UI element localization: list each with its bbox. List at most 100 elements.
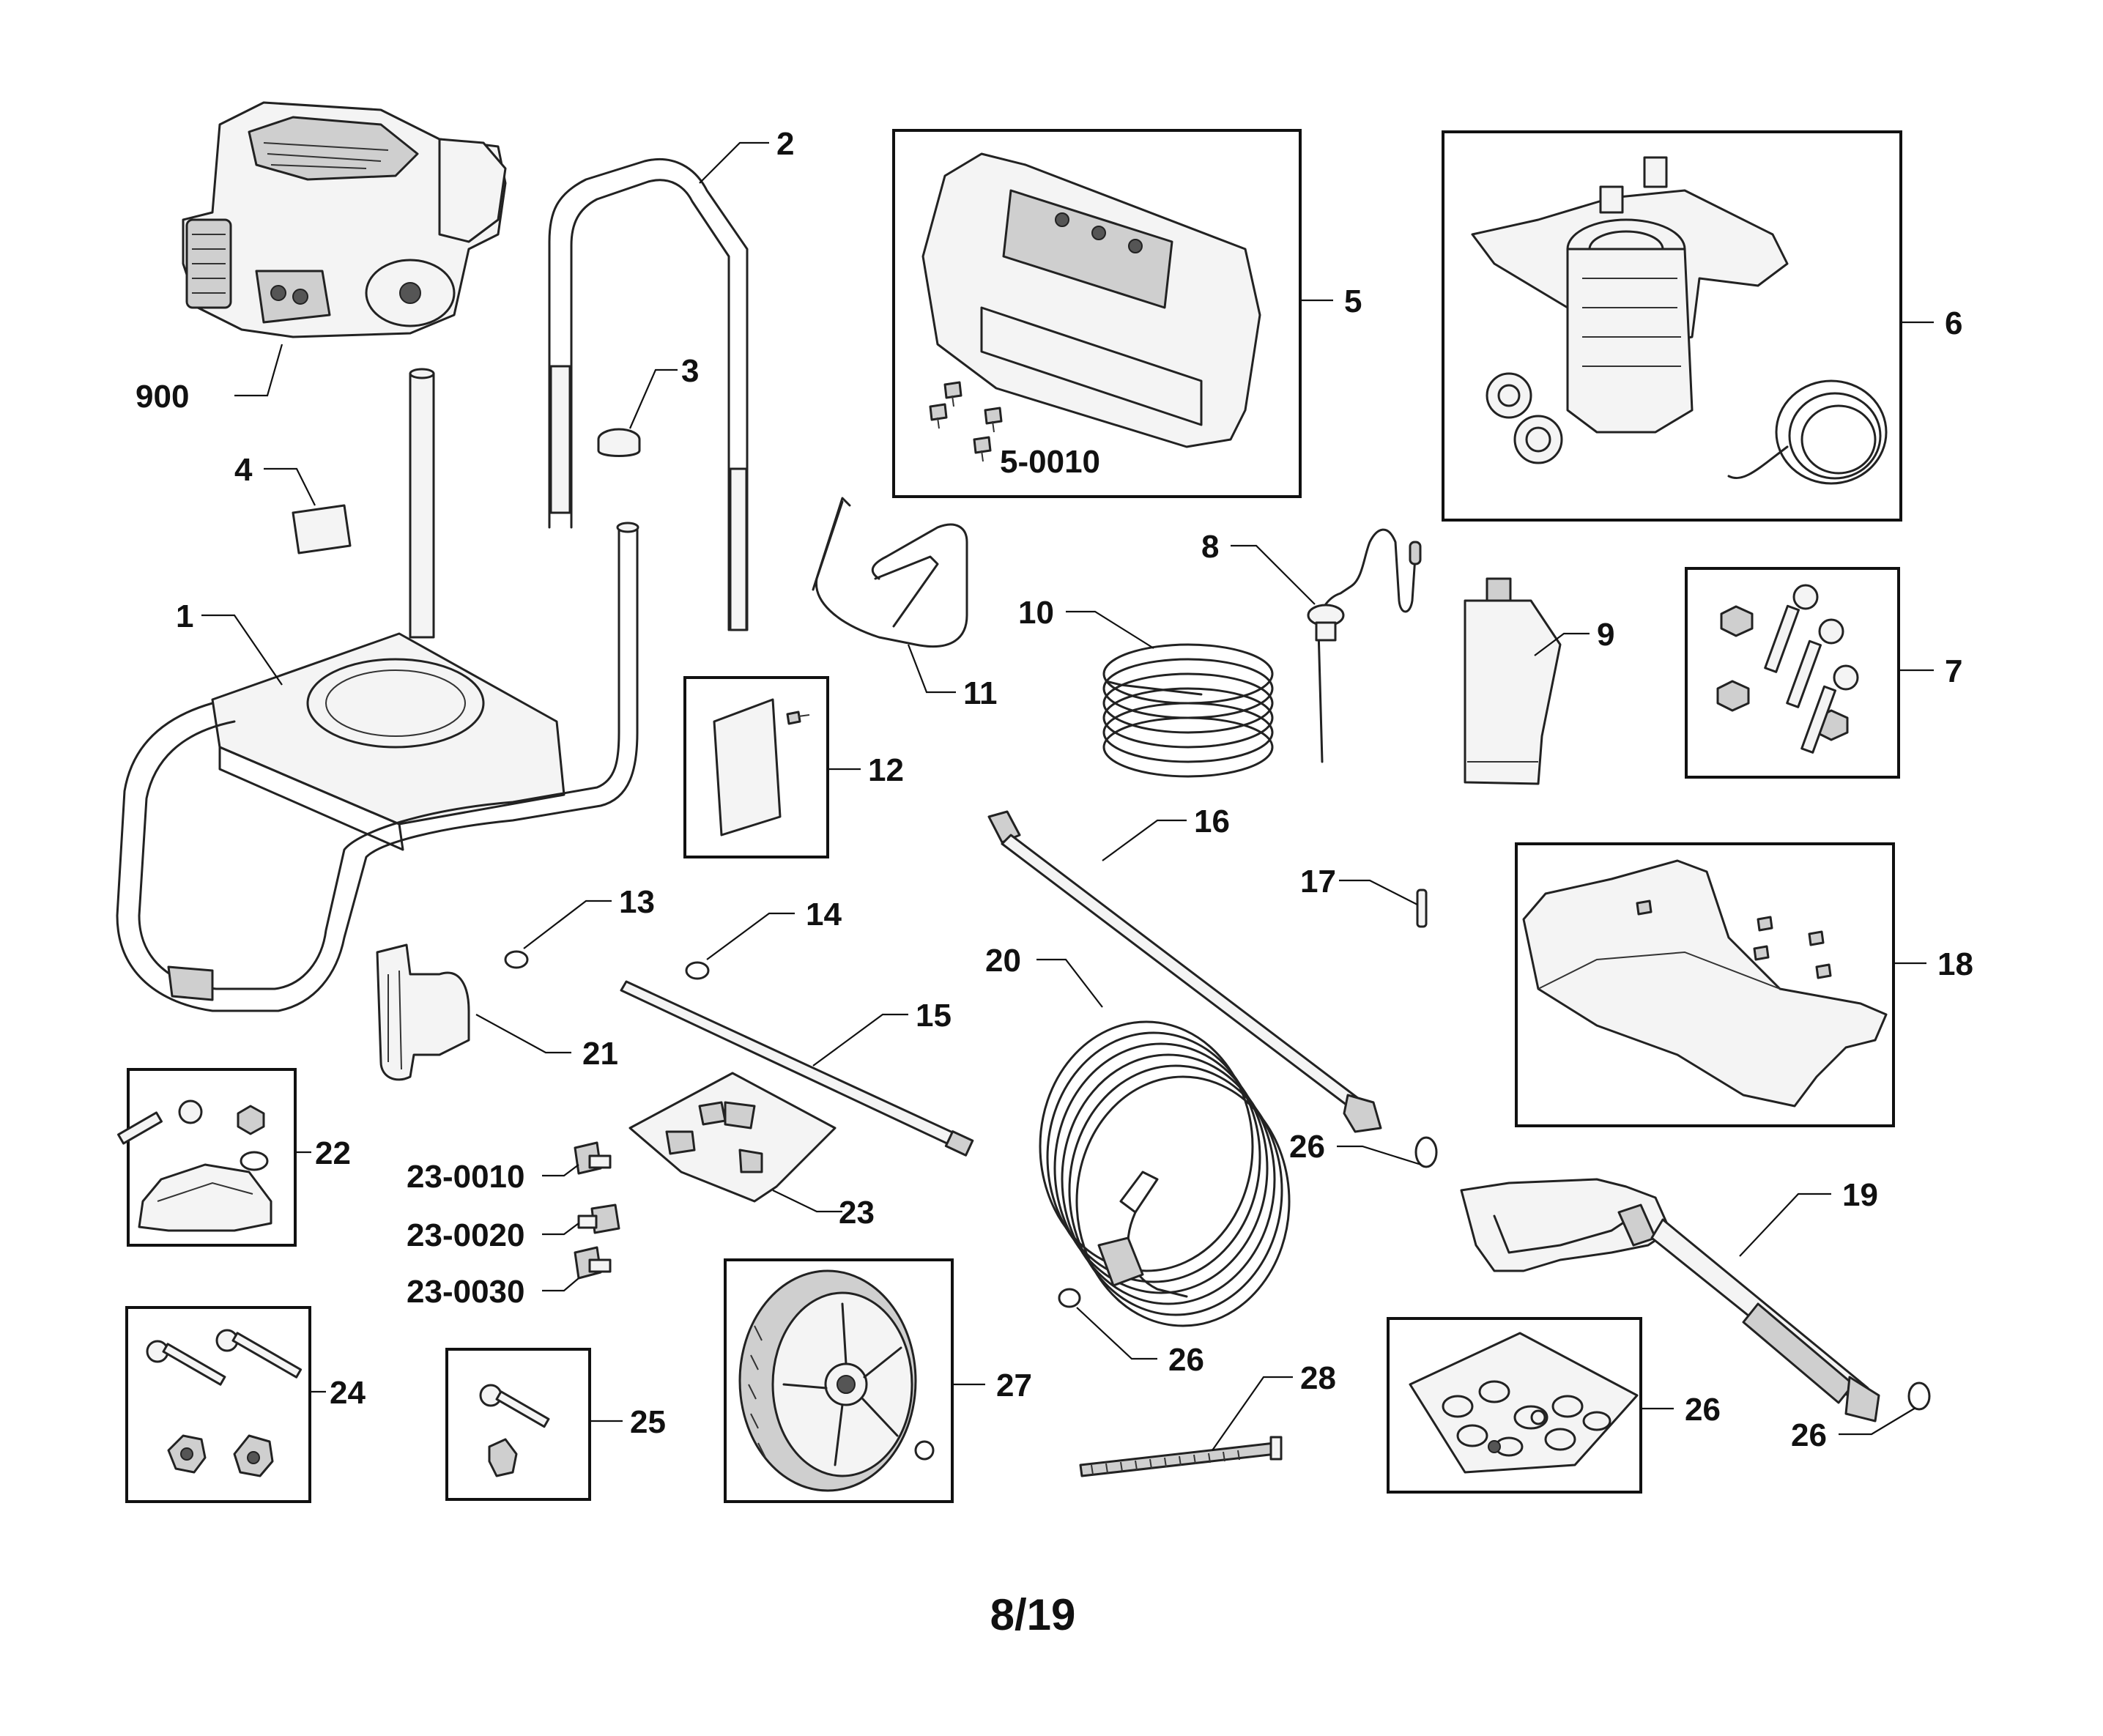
gun-19-drawing <box>1460 1178 1880 1422</box>
label-17: 17 <box>1300 864 1336 899</box>
leader-1 <box>201 614 283 686</box>
pump-kit-drawing <box>1716 584 1859 754</box>
leader-26c <box>1839 1407 1916 1436</box>
oring-kit-26-drawing <box>1409 1332 1639 1474</box>
label-15: 15 <box>916 998 952 1034</box>
pump-kit-box <box>1685 567 1900 779</box>
nozzle-0030-drawing <box>574 1246 612 1280</box>
label-900: 900 <box>136 379 189 415</box>
label-5-0010: 5-0010 <box>1000 444 1100 480</box>
page-number: 8/19 <box>990 1590 1076 1639</box>
label-25: 25 <box>630 1404 666 1440</box>
oil-drawing <box>1464 577 1562 785</box>
leader-23-0010 <box>542 1164 579 1177</box>
tie-28-drawing <box>1079 1436 1283 1477</box>
panel-12-drawing <box>713 698 810 837</box>
cover-18-drawing <box>1522 859 1888 1108</box>
wand-16-drawing <box>987 810 1382 1133</box>
panel-box <box>892 129 1302 498</box>
leader-20 <box>1036 958 1103 1008</box>
oring-26c-drawing <box>1907 1381 1931 1411</box>
panel-screws-drawing <box>929 381 1003 462</box>
label-10: 10 <box>1018 595 1054 631</box>
screw-25-drawing <box>479 1384 550 1477</box>
label-2: 2 <box>776 126 794 162</box>
oring-kit-26-box <box>1387 1317 1642 1494</box>
label-5: 5 <box>1344 283 1362 319</box>
leader-8 <box>1231 544 1316 605</box>
leader-23-0020 <box>542 1223 579 1236</box>
label-7: 7 <box>1945 653 1962 689</box>
leader-900 <box>234 344 283 397</box>
leader-10 <box>1066 610 1154 649</box>
leader-14 <box>706 912 795 960</box>
leader-15 <box>812 1013 908 1067</box>
label-4: 4 <box>234 452 253 488</box>
pump-drawing <box>1471 156 1888 485</box>
leader-2 <box>699 141 769 184</box>
oring-26a-drawing <box>1414 1136 1438 1168</box>
label-16: 16 <box>1194 804 1230 839</box>
leader-26b <box>1076 1307 1157 1360</box>
engine-drawing <box>182 101 507 338</box>
label-12: 12 <box>868 752 904 788</box>
decal-drawing <box>292 504 352 554</box>
pin-17-drawing <box>1416 889 1428 928</box>
label-14: 14 <box>806 897 842 932</box>
oring-26b-drawing <box>1058 1288 1081 1308</box>
leader-28 <box>1212 1376 1293 1451</box>
label-6: 6 <box>1945 305 1962 341</box>
label-26-kit: 26 <box>1685 1392 1721 1428</box>
label-28: 28 <box>1300 1360 1336 1396</box>
screw-25-box <box>445 1348 591 1501</box>
foot-22-box <box>127 1068 297 1247</box>
holder-21-drawing <box>376 943 470 1081</box>
label-3: 3 <box>681 353 699 389</box>
nozzles-23-drawing <box>628 1072 837 1203</box>
leader-21 <box>475 1014 571 1054</box>
label-23-0030: 23-0030 <box>407 1274 524 1310</box>
leader-26a <box>1337 1145 1422 1166</box>
leader-13 <box>523 899 612 949</box>
leader-17 <box>1339 879 1418 905</box>
foot-22-drawing <box>117 1099 272 1232</box>
panel-drawing <box>921 152 1261 448</box>
label-22: 22 <box>315 1135 351 1171</box>
label-11: 11 <box>963 675 998 711</box>
label-1: 1 <box>176 598 193 634</box>
bolts-24-box <box>125 1306 311 1503</box>
leader-11 <box>907 644 956 694</box>
panel-12-box <box>683 676 829 858</box>
leader-4 <box>264 467 316 506</box>
label-23: 23 <box>839 1195 875 1231</box>
wheel-27-drawing <box>738 1269 935 1492</box>
label-27: 27 <box>996 1368 1032 1403</box>
cover-18-box <box>1515 842 1895 1127</box>
hose-10-drawing <box>1102 643 1274 778</box>
label-26a: 26 <box>1289 1129 1325 1165</box>
wand-15-drawing <box>620 980 974 1157</box>
hose-20-drawing <box>1039 1020 1291 1327</box>
label-18: 18 <box>1937 946 1973 982</box>
handle-drawing <box>548 157 749 631</box>
wheel-27-box <box>724 1258 954 1503</box>
label-26c: 26 <box>1791 1417 1827 1453</box>
frame-drawing <box>116 368 639 1012</box>
oring-14-drawing <box>685 961 710 980</box>
unloader-drawing <box>1307 528 1422 763</box>
leader-23 <box>772 1190 842 1213</box>
pump-box <box>1442 130 1902 522</box>
label-19: 19 <box>1842 1177 1878 1213</box>
bolts-24-drawing <box>146 1329 303 1477</box>
nozzle-0010-drawing <box>574 1141 612 1175</box>
leader-9 <box>1534 632 1590 656</box>
label-23-0020: 23-0020 <box>407 1217 524 1253</box>
leader-16 <box>1102 819 1187 861</box>
label-24: 24 <box>330 1375 366 1411</box>
cap-drawing <box>597 428 641 457</box>
nozzle-0020-drawing <box>577 1203 620 1234</box>
label-26b: 26 <box>1168 1342 1204 1378</box>
gun-hook-drawing <box>812 497 968 648</box>
leader-19 <box>1739 1192 1831 1257</box>
